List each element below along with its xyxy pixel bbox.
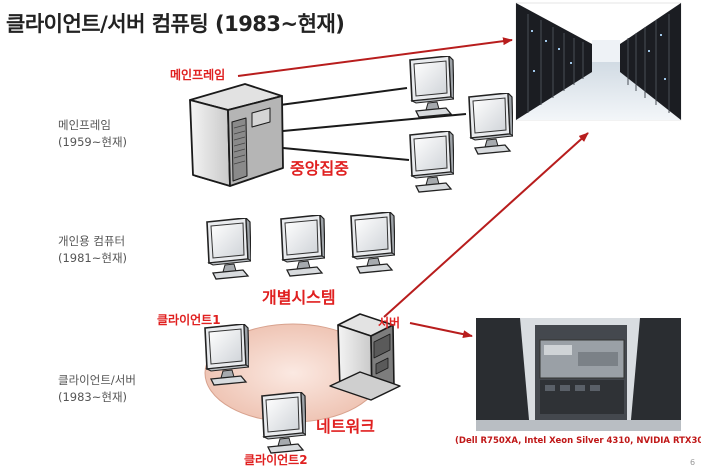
mainframe-computer-icon (190, 84, 283, 186)
pc-monitor-icon (207, 218, 251, 279)
arrow-mainframe-to-datacenter (238, 40, 512, 76)
label-individual-system: 개별시스템 (262, 284, 336, 308)
terminal-monitor-icon (410, 131, 454, 192)
label-server: 서버 (378, 314, 400, 331)
terminal-monitor-icon (469, 93, 513, 154)
label-network: 네트워크 (316, 413, 375, 437)
arrow-server-to-photo (410, 323, 472, 336)
client2-monitor-icon (262, 392, 306, 453)
pc-monitor-icon (351, 212, 395, 273)
pc-monitor-icon (281, 215, 325, 276)
server-rack-photo (476, 318, 681, 431)
terminal-monitor-icon (410, 56, 454, 117)
server-photo-caption: (Dell R750XA, Intel Xeon Silver 4310, NV… (455, 436, 701, 446)
label-centralized: 중앙집중 (290, 155, 349, 179)
label-client1: 클라이언트1 (157, 311, 221, 328)
datacenter-photo (516, 3, 681, 120)
page-number: 6 (690, 458, 695, 467)
label-mainframe: 메인프레임 (170, 66, 225, 83)
label-client2: 클라이언트2 (244, 451, 308, 468)
